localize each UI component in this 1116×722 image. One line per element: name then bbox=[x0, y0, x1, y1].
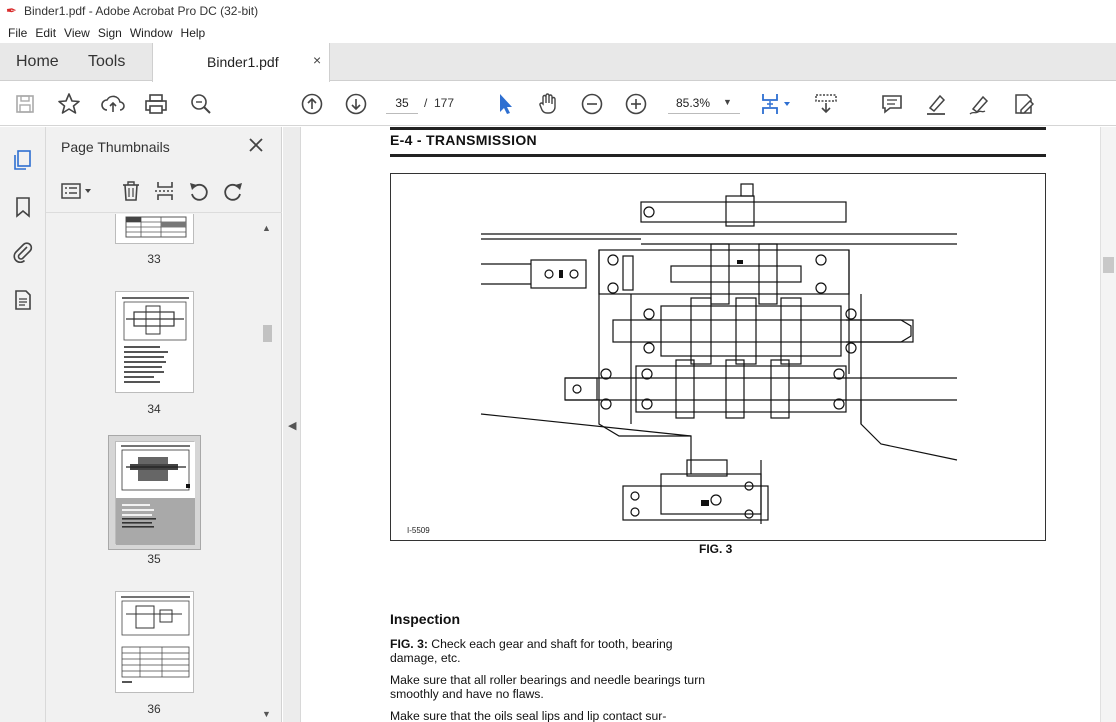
zoom-select[interactable]: 85.3% ▼ bbox=[668, 92, 740, 114]
document-properties-icon[interactable] bbox=[10, 287, 36, 313]
page-thumbnails-icon[interactable] bbox=[10, 147, 36, 173]
paragraph-lead: FIG. 3: bbox=[390, 637, 428, 651]
thumbnail-scrollbar[interactable]: ▲ ▼ bbox=[260, 219, 274, 722]
title-bar: ✒ Binder1.pdf - Adobe Acrobat Pro DC (32… bbox=[0, 0, 1116, 22]
hand-icon[interactable] bbox=[535, 91, 561, 117]
top-rule bbox=[390, 127, 1046, 130]
thumbnail-image bbox=[115, 214, 194, 244]
panel-title: Page Thumbnails bbox=[61, 139, 170, 155]
thumbnail-image bbox=[115, 291, 194, 393]
section-title: E-4 - TRANSMISSION bbox=[390, 132, 537, 148]
close-panel-icon[interactable] bbox=[246, 135, 266, 155]
document-scrollbar[interactable] bbox=[1100, 127, 1116, 722]
edit-pdf-icon[interactable] bbox=[1011, 91, 1037, 117]
page-thumbnails-panel: Page Thumbnails bbox=[46, 127, 282, 722]
document-tab-label: Binder1.pdf bbox=[207, 54, 279, 70]
insert-page-icon[interactable] bbox=[152, 178, 178, 204]
thumbnail-toolbar bbox=[46, 169, 282, 213]
paragraph-bearings: Make sure that all roller bearings and n… bbox=[390, 673, 706, 701]
panel-collapse-strip[interactable]: ◀ bbox=[283, 127, 301, 722]
page-number-input[interactable] bbox=[386, 92, 418, 114]
next-page-icon[interactable] bbox=[343, 91, 369, 117]
menu-window[interactable]: Window bbox=[129, 25, 173, 40]
chevron-down-icon: ▼ bbox=[723, 97, 732, 107]
thumbnail-image bbox=[115, 591, 194, 693]
navigation-rail bbox=[0, 127, 46, 722]
pdf-page: E-4 - TRANSMISSION bbox=[302, 127, 1100, 722]
upload-icon[interactable] bbox=[100, 91, 126, 117]
scroll-up-icon[interactable]: ▲ bbox=[262, 223, 271, 233]
document-scrollbar-thumb[interactable] bbox=[1103, 257, 1114, 273]
print-icon[interactable] bbox=[143, 91, 169, 117]
tab-tools[interactable]: Tools bbox=[88, 53, 126, 70]
menu-sign[interactable]: Sign bbox=[97, 25, 122, 40]
previous-page-icon[interactable] bbox=[299, 91, 325, 117]
attachments-icon[interactable] bbox=[10, 239, 36, 265]
thumbnail-list: 33 34 bbox=[46, 214, 282, 722]
scroll-mode-icon[interactable] bbox=[813, 91, 839, 117]
window-title: Binder1.pdf - Adobe Acrobat Pro DC (32-b… bbox=[24, 4, 259, 18]
page-separator: / bbox=[424, 96, 428, 110]
select-cursor-icon[interactable] bbox=[492, 91, 518, 117]
inspection-heading: Inspection bbox=[390, 611, 461, 627]
acrobat-app-icon: ✒ bbox=[6, 3, 17, 18]
figure-code: I-5509 bbox=[407, 526, 430, 535]
thumbnail-label: 35 bbox=[147, 552, 161, 566]
thumbnail-label: 34 bbox=[147, 402, 161, 416]
bookmarks-icon[interactable] bbox=[10, 194, 36, 220]
fit-page-icon[interactable] bbox=[758, 91, 796, 117]
menu-bar: File Edit View Sign Window Help bbox=[0, 22, 1116, 43]
find-zoom-icon[interactable] bbox=[188, 91, 214, 117]
highlight-icon[interactable] bbox=[923, 91, 949, 117]
zoom-out-icon[interactable] bbox=[579, 91, 605, 117]
delete-page-icon[interactable] bbox=[118, 178, 144, 204]
menu-help[interactable]: Help bbox=[180, 25, 206, 40]
main-toolbar: / 177 85.3% ▼ bbox=[0, 82, 1116, 126]
tab-home[interactable]: Home bbox=[16, 53, 59, 70]
menu-file[interactable]: File bbox=[8, 25, 28, 40]
collapse-panel-icon[interactable]: ◀ bbox=[288, 420, 297, 432]
tab-bar: Home Tools Binder1.pdf × bbox=[0, 43, 1116, 82]
scrollbar-thumb[interactable] bbox=[263, 325, 272, 342]
thumbnail-image bbox=[115, 441, 195, 545]
transmission-drawing bbox=[480, 183, 958, 524]
menu-view[interactable]: View bbox=[64, 25, 90, 40]
menu-edit[interactable]: Edit bbox=[35, 25, 57, 40]
thumbnail-label: 33 bbox=[147, 252, 161, 266]
rotate-counterclockwise-icon[interactable] bbox=[186, 178, 212, 204]
zoom-in-icon[interactable] bbox=[623, 91, 649, 117]
transmission-figure: I-5509 bbox=[390, 173, 1046, 541]
save-icon[interactable] bbox=[12, 91, 38, 117]
rotate-clockwise-icon[interactable] bbox=[220, 178, 246, 204]
document-view[interactable]: E-4 - TRANSMISSION bbox=[302, 127, 1100, 722]
paragraph-oil-seals: Make sure that the oils seal lips and li… bbox=[390, 709, 667, 722]
zoom-value: 85.3% bbox=[676, 96, 711, 110]
title-rule bbox=[390, 154, 1046, 157]
close-tab-icon[interactable]: × bbox=[313, 52, 322, 68]
comment-icon[interactable] bbox=[879, 91, 905, 117]
page-total: 177 bbox=[434, 96, 455, 110]
thumbnail-label: 36 bbox=[147, 702, 161, 716]
figure-caption: FIG. 3 bbox=[699, 542, 733, 556]
options-menu-icon[interactable] bbox=[60, 178, 96, 204]
sign-icon[interactable] bbox=[967, 91, 993, 117]
scroll-down-icon[interactable]: ▼ bbox=[262, 709, 271, 719]
bookmark-star-icon[interactable] bbox=[56, 91, 82, 117]
paragraph-fig3: FIG. 3: Check each gear and shaft for to… bbox=[390, 637, 720, 665]
tab-document[interactable]: Binder1.pdf × bbox=[152, 43, 330, 82]
paragraph-text: Check each gear and shaft for tooth, bea… bbox=[390, 637, 673, 665]
